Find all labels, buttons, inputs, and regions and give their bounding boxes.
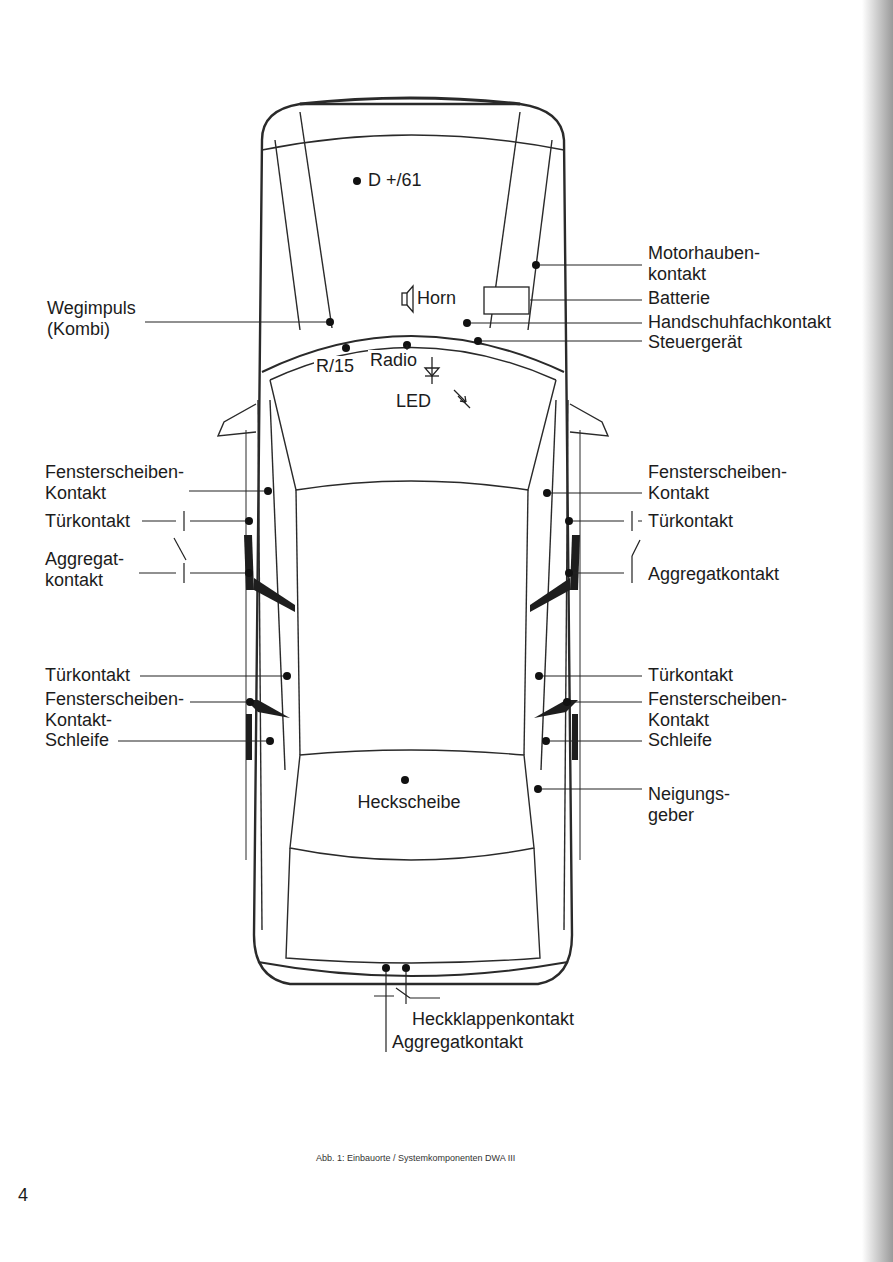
car-body xyxy=(246,98,580,984)
part-label: Türkontakt xyxy=(43,511,132,532)
part-label: Batterie xyxy=(646,288,712,309)
part-label: Horn xyxy=(415,288,458,309)
part-label: Handschuhfachkontakt xyxy=(646,312,833,333)
leader-lines xyxy=(112,265,642,1052)
window-strips xyxy=(244,535,580,760)
part-label: Türkontakt xyxy=(646,511,735,532)
part-label: Schleife xyxy=(646,730,714,751)
part-label: Motorhauben- kontakt xyxy=(646,243,768,284)
part-label: Wegimpuls (Kombi) xyxy=(45,298,145,339)
part-label: Fensterscheiben- Kontakt xyxy=(43,462,189,503)
components xyxy=(245,177,573,972)
scan-shadow xyxy=(862,0,893,1262)
part-label: R/15 xyxy=(314,356,356,377)
part-label: Schleife xyxy=(43,730,111,751)
part-label: D +/61 xyxy=(366,170,424,191)
part-label: Fensterscheiben- Kontakt xyxy=(646,462,792,503)
page-number: 4 xyxy=(16,1185,30,1206)
part-label: Fensterscheiben- Kontakt xyxy=(646,689,792,730)
part-label: Heckklappenkontakt xyxy=(410,1009,576,1030)
part-label: Aggregatkontakt xyxy=(390,1032,525,1053)
part-label: Heckscheibe xyxy=(352,792,466,813)
part-label: Aggregat- kontakt xyxy=(43,549,139,590)
battery-symbol xyxy=(484,287,529,314)
part-label: Steuergerät xyxy=(646,332,744,353)
figure-caption: Abb. 1: Einbauorte / Systemkomponenten D… xyxy=(314,1153,517,1163)
part-label: Fensterscheiben- Kontakt- xyxy=(43,689,189,730)
part-label: LED xyxy=(394,391,433,412)
horn-symbol xyxy=(402,286,413,312)
part-label: Radio xyxy=(368,350,419,371)
part-label: Türkontakt xyxy=(646,665,735,686)
sensor-dots xyxy=(245,177,573,972)
part-label: Türkontakt xyxy=(43,665,132,686)
part-label: Aggregatkontakt xyxy=(646,564,781,585)
part-label: Neigungs- geber xyxy=(646,784,746,825)
